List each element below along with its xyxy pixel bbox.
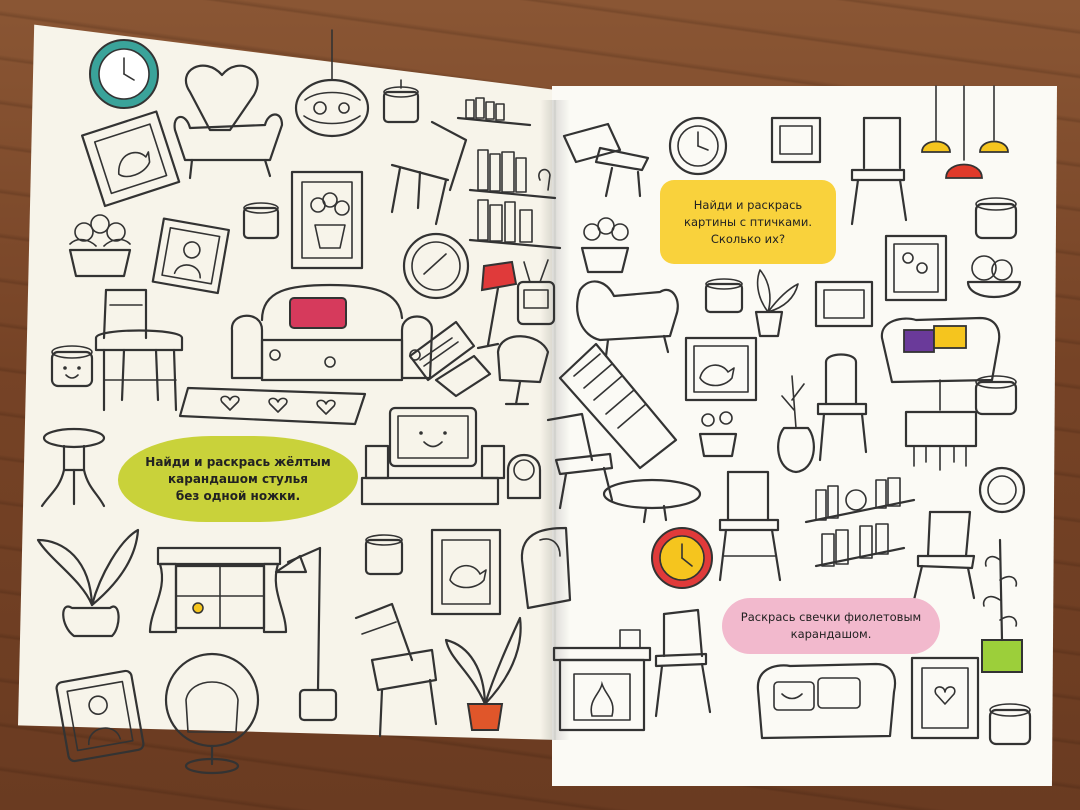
task-line: Сколько их? <box>710 231 786 246</box>
houseplant-icon <box>754 269 799 338</box>
flower-pot-icon <box>698 411 738 458</box>
houseplant-icon <box>981 538 1023 673</box>
houseplant-icon <box>444 616 522 731</box>
round-mirror-icon <box>402 232 470 300</box>
rug-icon <box>178 386 367 426</box>
flower-pot-icon <box>580 217 630 274</box>
picture-frame-icon <box>814 280 874 328</box>
candle-icon <box>988 703 1032 746</box>
radio-icon <box>516 259 556 326</box>
task-bubble-yellow-chairs: Найди и раскрась жёлтым карандашом стуль… <box>118 436 358 522</box>
coffee-table-icon <box>602 478 702 524</box>
wooden-chair-icon <box>850 116 908 226</box>
picture-frame-icon <box>55 669 145 763</box>
fruit-bowl-icon <box>966 255 1022 299</box>
side-table-icon <box>40 427 106 508</box>
task-line: Найди и раскрась жёлтым <box>145 454 331 469</box>
wooden-chair-icon <box>546 412 614 510</box>
floor-lamp-icon <box>274 546 338 722</box>
wall-clock-icon <box>651 527 713 589</box>
pendant-lamps-icon <box>921 85 1009 179</box>
task-bubble-purple-candles: Раскрась свечки фиолетовым карандашом. <box>722 598 940 654</box>
houseplant-icon <box>36 528 140 638</box>
armchair-icon <box>520 526 572 610</box>
picture-frame-icon <box>770 116 822 164</box>
tv-icon <box>360 406 506 506</box>
picture-frame-icon <box>290 170 364 270</box>
window-icon <box>148 546 288 634</box>
egg-chair-icon <box>164 652 260 775</box>
picture-frame-icon <box>684 336 758 402</box>
floor-lamp-icon <box>476 260 518 350</box>
wooden-chair-icon <box>390 120 468 226</box>
wooden-chair-icon <box>94 288 184 412</box>
newspaper-icon <box>408 320 492 398</box>
wooden-chair-icon <box>654 608 712 718</box>
candle-icon <box>242 202 280 240</box>
picture-frame-icon <box>151 217 230 295</box>
bookshelf-icon <box>804 477 916 568</box>
wooden-chair-icon <box>562 122 650 198</box>
egg-chair-icon <box>496 335 550 406</box>
candle-icon <box>974 375 1018 416</box>
task-line: картины с птичками. <box>684 214 812 229</box>
bookshelf-icon <box>456 97 562 250</box>
picture-frame-icon <box>81 110 181 208</box>
candle-icon <box>364 534 404 576</box>
wooden-chair-icon <box>354 602 438 738</box>
round-mirror-icon <box>978 466 1026 514</box>
book-spine <box>540 100 570 740</box>
paper-lantern-icon <box>294 29 370 138</box>
task-line: Раскрась свечки фиолетовым <box>740 610 922 624</box>
heart-armchair-icon <box>173 64 284 180</box>
left-book-page <box>18 24 558 740</box>
sofa-icon <box>756 662 897 740</box>
mantel-clock-icon <box>506 454 542 500</box>
vase-icon <box>777 375 815 474</box>
wooden-chair-icon <box>816 353 868 462</box>
sofa-icon <box>230 283 434 382</box>
wooden-chair-icon <box>912 510 976 602</box>
wall-clock-icon <box>668 116 728 176</box>
task-bubble-bird-pictures: Найди и раскрась картины с птичками. Ско… <box>660 180 836 264</box>
candle-icon <box>974 197 1018 240</box>
rug-icon <box>558 342 678 470</box>
flower-pot-icon <box>68 214 132 278</box>
sofa-icon <box>880 316 1001 384</box>
task-line: карандашом стулья <box>168 471 308 486</box>
candle-icon <box>382 79 420 124</box>
candle-icon <box>704 278 744 314</box>
task-line: без одной ножки. <box>175 488 301 503</box>
picture-frame-icon <box>884 234 948 302</box>
wall-clock-icon <box>89 39 159 109</box>
pendant-lamps-icon <box>904 379 978 471</box>
candle-icon <box>50 345 94 388</box>
sofa-icon <box>576 280 679 358</box>
task-line: Найди и раскрась <box>693 197 803 212</box>
fireplace-icon <box>552 629 652 732</box>
wooden-chair-icon <box>718 470 782 582</box>
task-line: карандашом. <box>790 627 872 641</box>
picture-frame-icon <box>430 528 502 616</box>
picture-frame-icon <box>910 656 980 740</box>
